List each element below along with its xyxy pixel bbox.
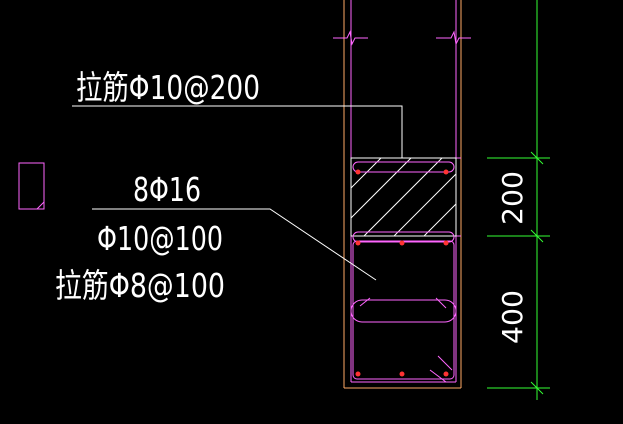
rebar-dot [399,240,405,246]
rebar-dot [443,240,449,246]
rebar-dot [355,169,361,175]
stirrup-label: Φ10@100 [97,219,223,258]
main-bars-label: 8Φ16 [133,170,201,209]
rebar-dot [399,371,405,377]
stirrup-lower [350,240,457,383]
column-outline [350,0,461,383]
rebar-dot [355,371,361,377]
tie-bottom-label: 拉筋Φ8@100 [55,266,225,305]
rebar-dot [355,240,361,246]
rebar-bars [355,169,449,377]
rebar-dot [443,169,449,175]
dimension-upper: 200 [496,171,529,225]
dimension-lower: 400 [496,290,529,344]
break-symbol-right [436,30,471,46]
leader-lines [72,105,403,281]
selection-marker[interactable] [18,162,45,210]
rebar-dot [443,371,449,377]
wall-outline [343,0,462,389]
hatch-region [350,157,457,237]
tie-top-label: 拉筋Φ10@200 [76,68,260,107]
dimension-lines [487,0,550,400]
stirrup-upper [352,161,455,243]
